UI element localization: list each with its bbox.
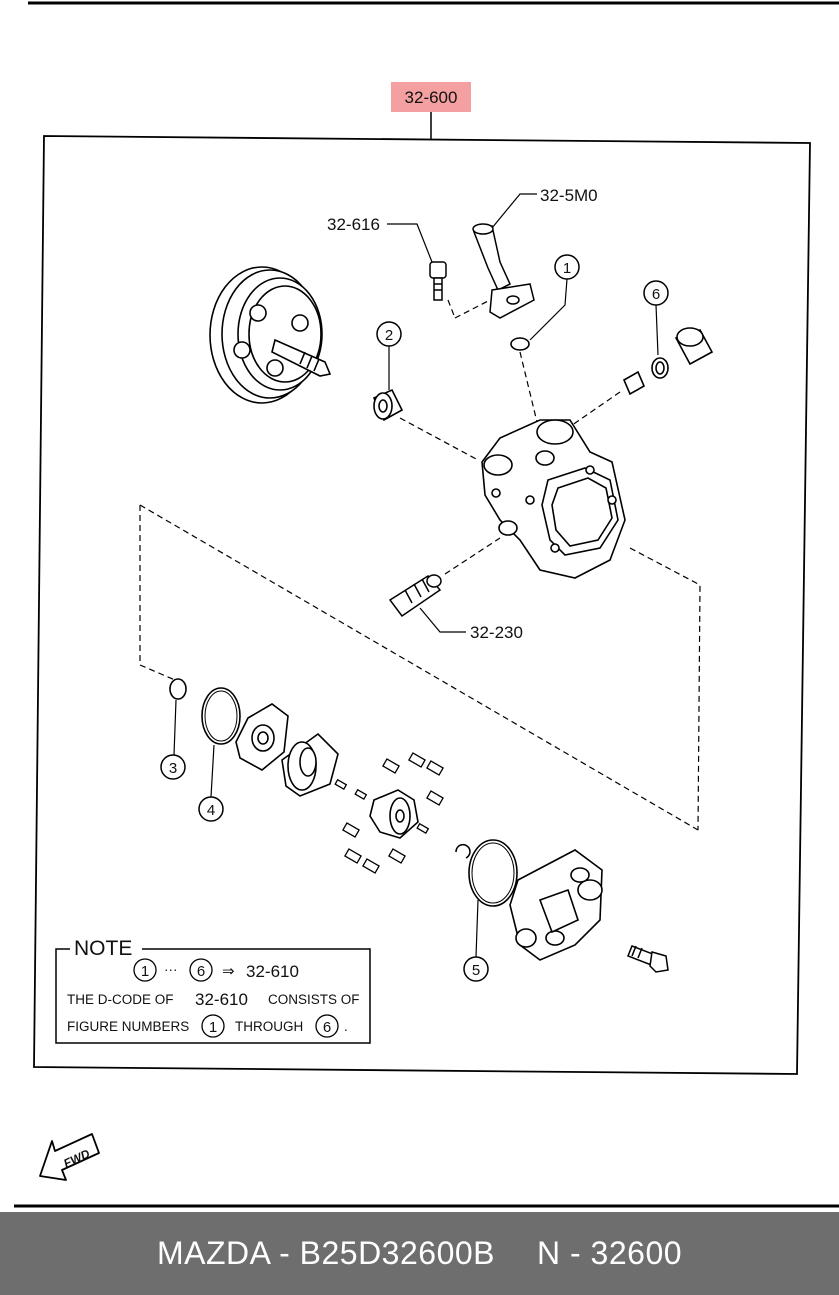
item-3-number: 3 [169,760,177,777]
note-line2-a: THE D-CODE OF [67,992,174,1007]
footer-bar: MAZDA - B25D32600B N - 32600 [0,1212,839,1295]
rotor-icon[interactable] [369,789,419,839]
rear-cover-icon[interactable] [509,849,603,961]
note-box [55,948,371,1044]
note-range-code: 32-610 [246,962,299,981]
item-3-circle[interactable] [160,754,186,780]
note-line3-circle-1 [201,1014,225,1038]
item-1-number: 1 [563,260,571,277]
leader-32-616 [387,223,433,263]
fwd-arrow-icon: FWD [39,1133,100,1181]
note-line3-a: FIGURE NUMBERS [67,1019,189,1034]
note-line2-code: 32-610 [195,990,248,1009]
note-circle-6 [189,958,213,982]
oil-seal-icon[interactable] [372,388,404,422]
note-range-from: 1 [141,963,149,980]
note-line3-to: 6 [323,1019,331,1036]
note-range-dots: ··· [164,962,178,977]
o-ring-4-inner [204,690,238,742]
dash-1-body [519,351,546,456]
pulley-icon[interactable] [209,266,332,404]
header-part-highlight [391,82,471,112]
snap-ring-icon[interactable] [455,843,471,859]
footer-group-code: N - 32600 [537,1235,683,1271]
banjo-bolt-icon[interactable] [429,261,447,301]
item-4-number: 4 [207,802,215,819]
o-ring-1-icon[interactable] [510,337,530,351]
note-circle-1 [133,958,157,982]
callout-32-616[interactable]: 32-616 [327,215,380,234]
dash-6-body [564,391,621,431]
leader-6 [655,304,659,356]
note-line3-end: . [344,1019,348,1034]
flow-control-valve-icon[interactable] [388,574,442,618]
leader-5 [475,899,479,958]
dash-diagonal [139,504,699,831]
note-title-backdrop [70,938,142,960]
o-ring-5-icon[interactable] [468,839,518,907]
item-2-number: 2 [385,327,393,344]
cover-bolt-icon[interactable] [627,945,669,973]
o-ring-5-inner [471,842,515,904]
side-plate-icon[interactable] [235,703,289,771]
note-title: NOTE [74,937,132,960]
o-ring-4-icon[interactable] [201,687,241,745]
main-frame [33,135,811,1075]
plug-bolt-icon[interactable] [622,327,714,396]
item-6-number: 6 [652,286,660,303]
callout-32-5M0[interactable]: 32-5M0 [540,186,598,205]
dash-bolt-connector [447,299,456,319]
leader-32-230 [419,607,466,633]
header-part-label[interactable]: 32-600 [405,88,458,107]
dash-assembly-outline [139,505,176,681]
item-5-circle[interactable] [463,956,489,982]
note-line2-b: CONSISTS OF [268,992,360,1007]
dash-bolt-pipe [454,299,491,319]
dash-right-outline [629,547,701,831]
dash-valve-body [444,537,501,575]
leader-32-5M0 [491,193,537,229]
note-line3-circle-6 [315,1014,339,1038]
note-line3-from: 1 [209,1019,217,1036]
leader-4 [210,744,215,798]
o-ring-3-icon[interactable] [169,678,187,700]
note-line3-through: THROUGH [235,1019,303,1034]
item-5-number: 5 [472,962,480,979]
callout-32-230[interactable]: 32-230 [470,623,523,642]
note-arrow: ⇒ [222,963,235,980]
parts-diagram: 32-600 32-616 32-5M0 1 2 [14,1,839,1208]
leader-3 [173,699,177,756]
cam-ring-icon[interactable] [281,732,339,797]
suction-pipe-icon[interactable] [472,223,535,319]
pump-body-icon[interactable] [481,419,626,579]
leader-1 [529,278,568,341]
note-range-to: 6 [197,963,205,980]
item-4-circle[interactable] [198,796,224,822]
footer-part-code: MAZDA - B25D32600B [156,1235,495,1271]
vanes-icon[interactable] [334,752,444,874]
dash-2-body [399,417,479,461]
